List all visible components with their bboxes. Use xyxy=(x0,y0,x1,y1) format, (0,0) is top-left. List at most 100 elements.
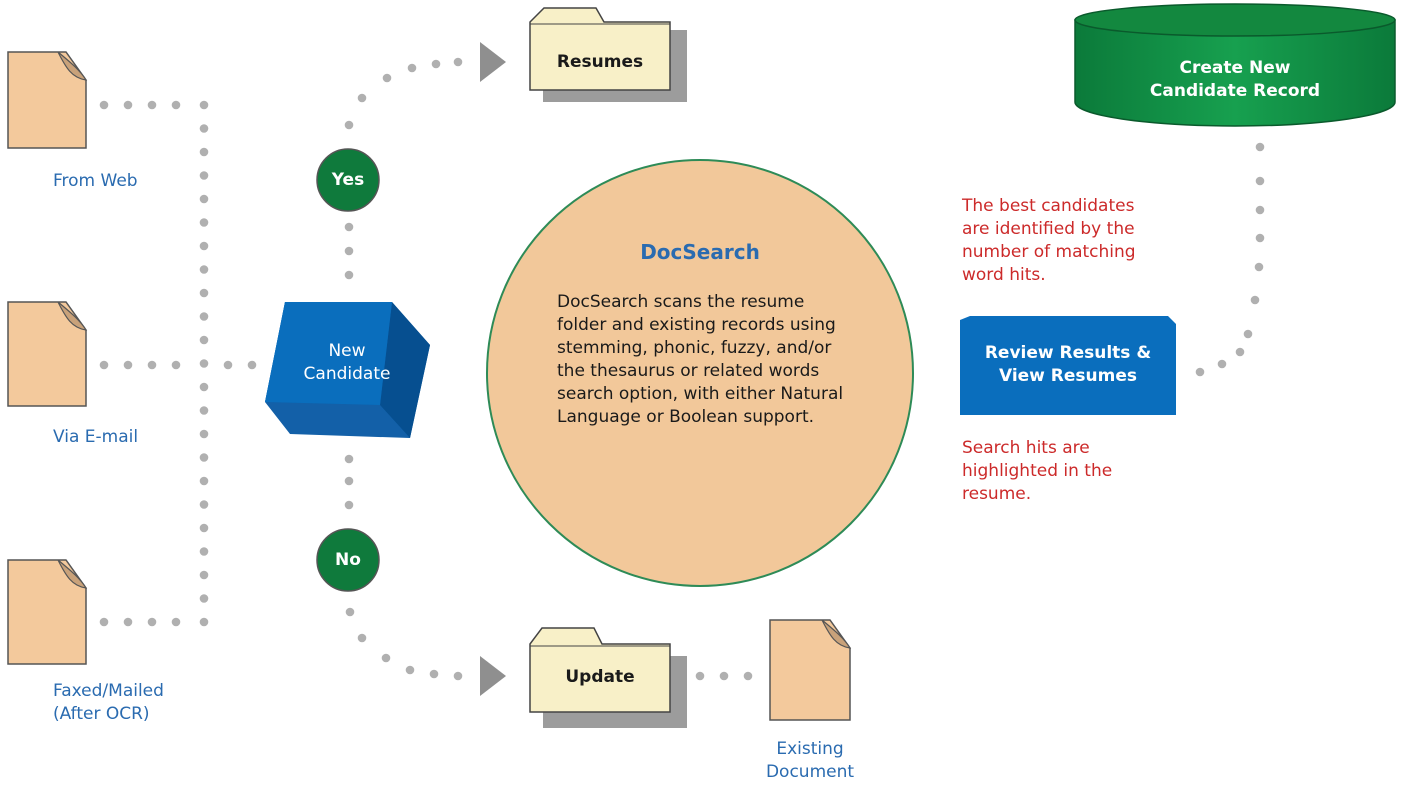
yes-label: Yes xyxy=(331,170,365,190)
docsearch-title: DocSearch xyxy=(640,240,760,264)
connector-dot xyxy=(1255,176,1265,186)
connector-dot xyxy=(695,671,705,681)
connector-dot xyxy=(199,124,209,133)
source-label-from-web: From Web xyxy=(53,171,138,191)
existing-document-line1: Existing xyxy=(776,739,844,759)
no-circle xyxy=(316,528,380,592)
connector-dot xyxy=(171,360,181,370)
connector-dot xyxy=(199,147,209,157)
note-line: number of matching xyxy=(962,242,1136,262)
review-results-box xyxy=(960,316,1176,415)
connector-dot xyxy=(1255,142,1265,152)
connector-dot xyxy=(199,312,209,321)
connector-dot xyxy=(199,241,209,251)
create-record-line2: Candidate Record xyxy=(1149,81,1321,101)
connector-dot xyxy=(344,246,354,256)
document-icon-via-email xyxy=(7,301,88,407)
connector-dot xyxy=(199,194,209,204)
new-candidate-line2: Candidate xyxy=(303,364,391,384)
connector-dot xyxy=(453,671,463,681)
connector-dot xyxy=(199,500,209,509)
docsearch-description: DocSearch scans the resume folder and ex… xyxy=(557,292,844,427)
document-icon-from-web xyxy=(7,51,88,149)
connector-dot xyxy=(99,360,109,370)
folder-icon-resumes xyxy=(529,7,687,102)
connector-dot xyxy=(199,335,209,345)
document-icon-faxed xyxy=(7,559,88,665)
connector-dot xyxy=(199,594,209,603)
note-line: Search hits are xyxy=(962,438,1090,458)
new-candidate-label: New Candidate xyxy=(297,340,397,386)
dotted-connectors xyxy=(99,57,1265,681)
connector-dot xyxy=(199,171,209,180)
search-hits-note: Search hits are highlighted in the resum… xyxy=(962,437,1112,506)
connector-dot xyxy=(719,671,729,681)
connector-dot xyxy=(431,59,441,69)
connector-dot xyxy=(199,382,209,392)
connector-dot xyxy=(199,429,209,439)
connector-dot xyxy=(171,617,181,627)
source-label-via-email: Via E-mail xyxy=(53,427,139,447)
new-candidate-box xyxy=(265,302,430,438)
connector-dot xyxy=(199,100,209,110)
connector-dot xyxy=(147,617,157,627)
new-candidate-line1: New xyxy=(328,341,366,361)
connector-dot xyxy=(171,100,181,110)
no-label: No xyxy=(335,550,361,570)
note-line: The best candidates xyxy=(962,196,1135,216)
connector-dot xyxy=(199,523,209,533)
review-results-label: Review Results & View Resumes xyxy=(960,342,1176,388)
connector-dot xyxy=(123,360,133,370)
folder-label-update: Update xyxy=(565,667,635,687)
existing-document-label: Existing Document xyxy=(760,738,860,784)
connector-dot xyxy=(123,617,133,627)
docsearch-circle xyxy=(486,159,914,587)
note-line: highlighted in the xyxy=(962,461,1113,481)
arrow-to-resumes xyxy=(480,42,506,82)
source-label-faxed: Faxed/Mailed (After OCR) xyxy=(53,681,164,724)
connector-dot xyxy=(199,265,209,274)
note-line: are identified by the xyxy=(962,219,1135,239)
folder-label-resumes: Resumes xyxy=(556,52,644,72)
connector-dot xyxy=(199,359,209,368)
connector-dot xyxy=(223,360,233,370)
connector-dot xyxy=(344,454,354,464)
connector-dot xyxy=(1255,233,1265,243)
connector-dot xyxy=(123,100,133,110)
connector-dot xyxy=(357,633,367,643)
connector-dot xyxy=(381,653,391,663)
connector-dot xyxy=(147,100,157,110)
connector-dot xyxy=(199,476,209,486)
connector-dot xyxy=(743,671,753,681)
connector-dot xyxy=(1255,205,1265,215)
connector-dot xyxy=(199,570,209,580)
existing-document-line2: Document xyxy=(765,762,855,782)
note-line: resume. xyxy=(962,484,1032,504)
connector-dot xyxy=(247,360,257,370)
connector-dot xyxy=(1235,347,1245,357)
create-record-line1: Create New xyxy=(1179,58,1291,78)
arrow-to-update xyxy=(480,656,506,696)
connector-dot xyxy=(1195,367,1205,377)
review-line2: View Resumes xyxy=(998,366,1138,386)
connector-dot xyxy=(344,476,354,486)
connector-dot xyxy=(382,73,392,83)
connector-dot xyxy=(344,120,354,130)
best-candidates-note: The best candidates are identified by th… xyxy=(962,195,1136,287)
connector-dot xyxy=(344,500,354,510)
note-line: word hits. xyxy=(962,265,1046,285)
connector-dot xyxy=(147,360,157,370)
folder-icon-update xyxy=(529,627,687,728)
connector-dot xyxy=(199,617,209,627)
connector-dot xyxy=(1217,359,1227,369)
document-icon-existing xyxy=(769,619,852,721)
connector-dot xyxy=(1250,295,1260,305)
connector-dot xyxy=(1243,329,1253,339)
connector-dot xyxy=(429,669,439,679)
connector-dot xyxy=(357,93,367,103)
connector-dot xyxy=(344,270,354,280)
candidate-database-cylinder xyxy=(1074,3,1396,127)
connector-dot xyxy=(345,607,355,617)
connector-dot xyxy=(199,547,209,556)
